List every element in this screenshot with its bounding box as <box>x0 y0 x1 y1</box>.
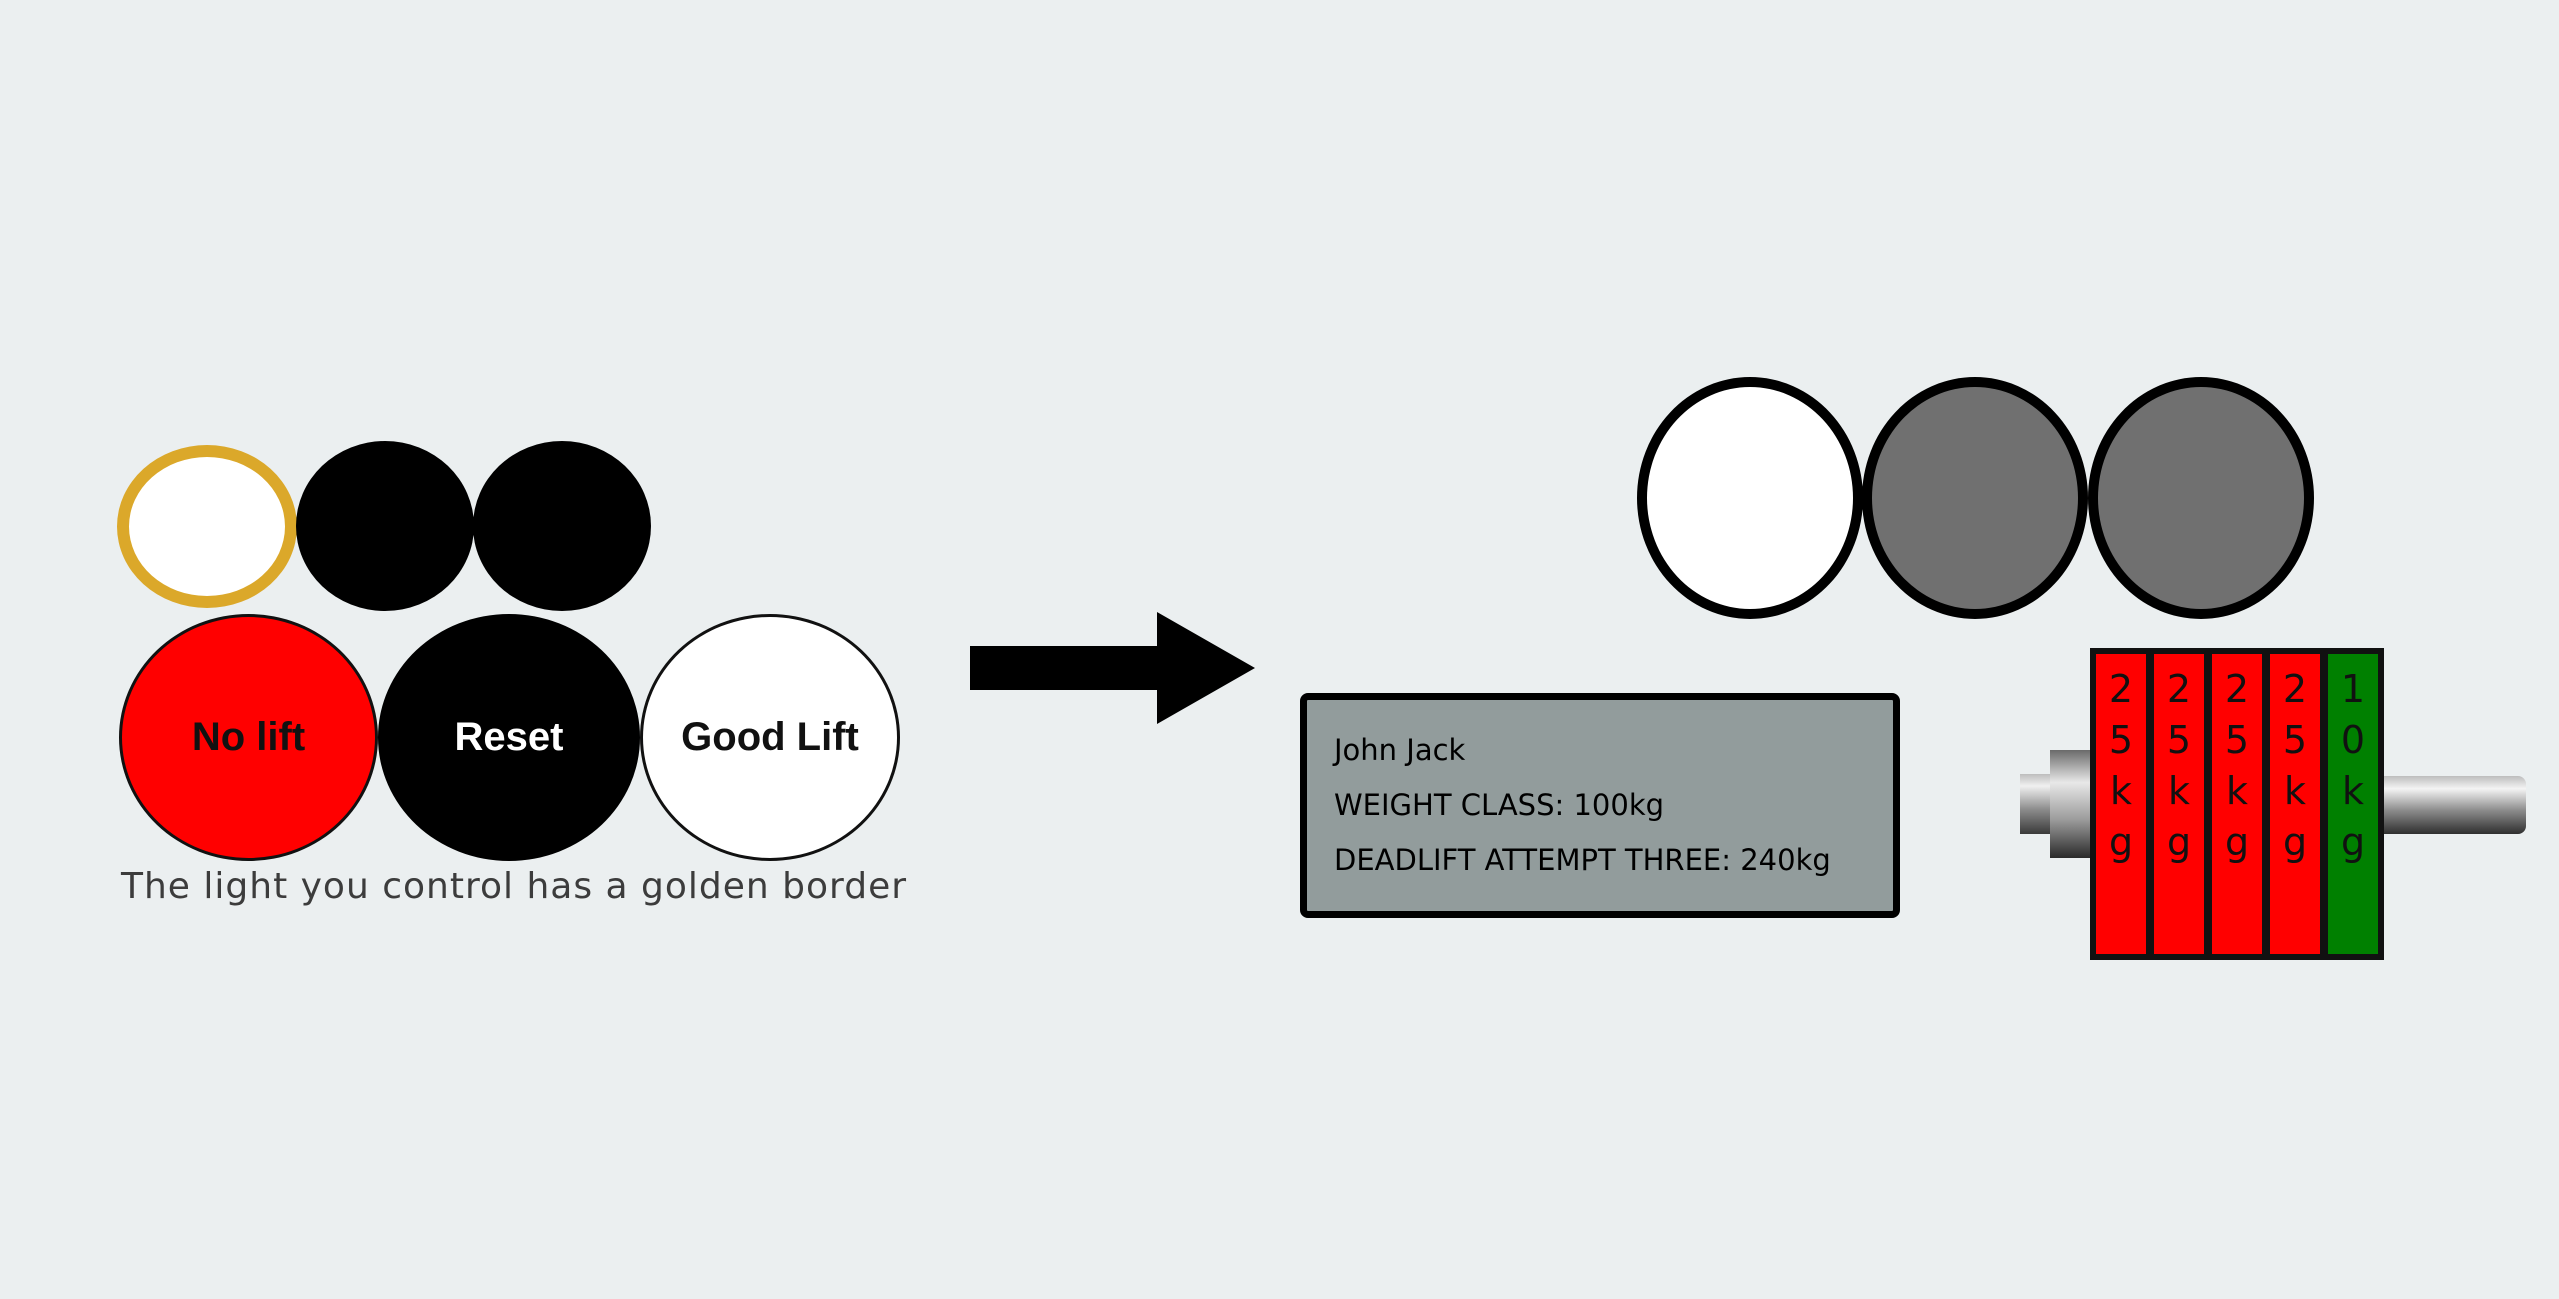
lifter-name: John Jack <box>1334 733 1466 767</box>
plate-label-char: 5 <box>2108 718 2134 762</box>
plate-label-char: k <box>2283 769 2306 813</box>
barbell-collar <box>2050 750 2095 858</box>
barbell-sleeve-right <box>2382 776 2526 834</box>
referee-light <box>473 441 651 611</box>
plate-label-char: g <box>2282 820 2308 864</box>
plate-label-char: k <box>2341 769 2364 813</box>
no-lift-button[interactable]: No lift <box>119 614 378 861</box>
plate-label-char: g <box>2108 820 2134 864</box>
plate-label-char: 5 <box>2282 718 2308 762</box>
plate-label-char: g <box>2166 820 2192 864</box>
lifter-info-panel: John Jack WEIGHT CLASS: 100kg DEADLIFT A… <box>1300 693 1900 918</box>
plate-label-char: g <box>2224 820 2250 864</box>
arrow-right-icon <box>970 612 1255 724</box>
referee-light-controlled <box>117 445 297 608</box>
plate-label-char: 2 <box>2166 667 2192 711</box>
plate-label-char: 5 <box>2166 718 2192 762</box>
plate-label-char: 2 <box>2224 667 2250 711</box>
referee-light <box>296 441 474 611</box>
plate-label-char: 0 <box>2340 718 2366 762</box>
plate-label-char: 2 <box>2108 667 2134 711</box>
result-light <box>1637 377 1863 619</box>
weight-class: WEIGHT CLASS: 100kg <box>1334 788 1665 822</box>
result-light <box>2088 377 2314 619</box>
caption: The light you control has a golden borde… <box>121 866 908 907</box>
attempt-info: DEADLIFT ATTEMPT THREE: 240kg <box>1334 843 1831 877</box>
plate-label-char: 1 <box>2340 667 2366 711</box>
plate-label-char: 2 <box>2282 667 2308 711</box>
plate-label-char: k <box>2167 769 2190 813</box>
good-lift-button[interactable]: Good Lift <box>640 614 900 861</box>
plate-label-char: k <box>2109 769 2132 813</box>
reset-button[interactable]: Reset <box>378 614 640 861</box>
plate-label-char: 5 <box>2224 718 2250 762</box>
plate-label-char: g <box>2340 820 2366 864</box>
result-light <box>1862 377 2088 619</box>
plate-label-char: k <box>2225 769 2248 813</box>
